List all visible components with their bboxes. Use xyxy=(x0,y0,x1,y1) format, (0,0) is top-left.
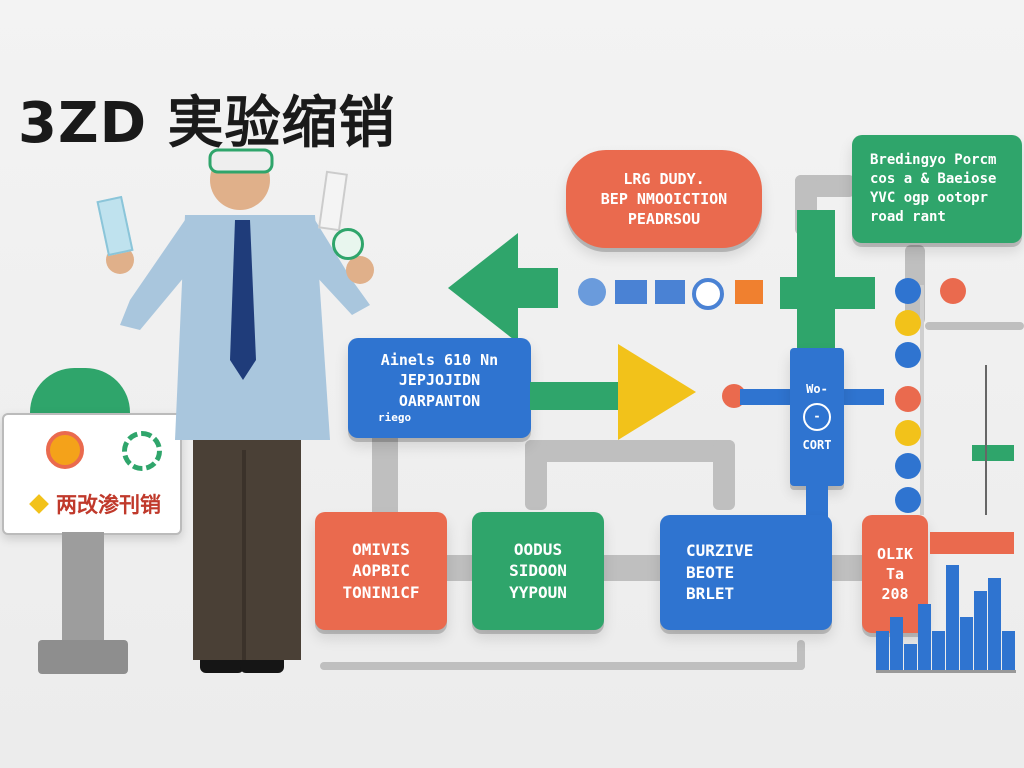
dot-column-rail xyxy=(920,285,924,515)
chart-bar xyxy=(946,565,959,670)
chart-bar xyxy=(974,591,987,670)
dot-yellow-2 xyxy=(895,420,921,446)
green-connector-bar xyxy=(530,382,620,410)
dot-red-top xyxy=(940,278,966,304)
chart-bar xyxy=(918,604,931,670)
mid-blue-box: Ainels 610 Nn JEPJOJIDN OARPANTON riego xyxy=(348,338,531,438)
shape-orange-square xyxy=(735,280,763,304)
chart-bar xyxy=(988,578,1001,670)
pipe-curve-riser xyxy=(797,640,805,670)
green-tag-right xyxy=(972,445,1014,461)
person-illustration xyxy=(106,148,374,673)
valve-pipe-left xyxy=(740,389,792,405)
yellow-arrow-right-icon xyxy=(618,344,696,440)
chart-bar xyxy=(932,631,945,670)
chart-bar xyxy=(904,644,917,670)
hanging-cable xyxy=(985,365,987,515)
shape-blue-circle-1 xyxy=(578,278,606,306)
pipe-right-rail xyxy=(925,322,1024,330)
bottom-box-blue: CURZIVE BEOTE BRLET xyxy=(660,515,832,630)
page-title: 3ZD 実验缩销 xyxy=(18,91,396,156)
machine-sign: 两改渗刊销 xyxy=(2,413,182,535)
bottom-box-red: OMIVIS AOPBIC TONIN1CF xyxy=(315,512,447,630)
sign-label: 两改渗刊销 xyxy=(56,493,161,517)
dot-yellow-1 xyxy=(895,310,921,336)
chart-bar xyxy=(890,617,903,670)
sign-orange-gear-icon xyxy=(46,431,84,469)
pipe-bottom-curve xyxy=(320,662,805,670)
right-red-box: OLIK Ta 208 xyxy=(862,515,928,633)
machine-pillar xyxy=(62,532,104,642)
bottom-box-green: OODUS SIDOON YYPOUN xyxy=(472,512,604,630)
chart-bar xyxy=(1002,631,1015,670)
valve-body: Wo- - CORT xyxy=(790,348,844,486)
dot-blue-1 xyxy=(895,278,921,304)
chart-bar xyxy=(960,617,973,670)
dot-blue-3 xyxy=(895,453,921,479)
top-red-box: LRG DUDY. BEP NMOOICTION PEADRSOU xyxy=(566,150,762,248)
dot-red-1 xyxy=(895,386,921,412)
top-green-box: Bredingyo Porcm cos a & Baeiose YVC ogp … xyxy=(852,135,1022,243)
shape-blue-square-1 xyxy=(615,280,647,304)
valve-stem xyxy=(806,486,828,520)
valve-pipe-right xyxy=(842,389,884,405)
chart-bar xyxy=(876,631,889,670)
bar-chart xyxy=(876,560,1016,673)
green-cross-horizontal xyxy=(780,277,875,309)
dot-blue-2 xyxy=(895,342,921,368)
sign-diamond-icon xyxy=(29,494,49,514)
green-arrow-left-icon xyxy=(448,233,558,343)
shape-blue-square-2 xyxy=(655,280,685,304)
pipe-arch-left-leg xyxy=(525,440,547,510)
dot-blue-4 xyxy=(895,487,921,513)
red-flag-bar xyxy=(930,532,1014,554)
floating-orb-icon xyxy=(332,228,364,260)
pipe-arch xyxy=(525,440,735,462)
pipe-arch-right-leg xyxy=(713,440,735,510)
shape-ring xyxy=(692,278,724,310)
machine-base xyxy=(38,640,128,674)
sign-green-gear-icon xyxy=(122,431,162,471)
